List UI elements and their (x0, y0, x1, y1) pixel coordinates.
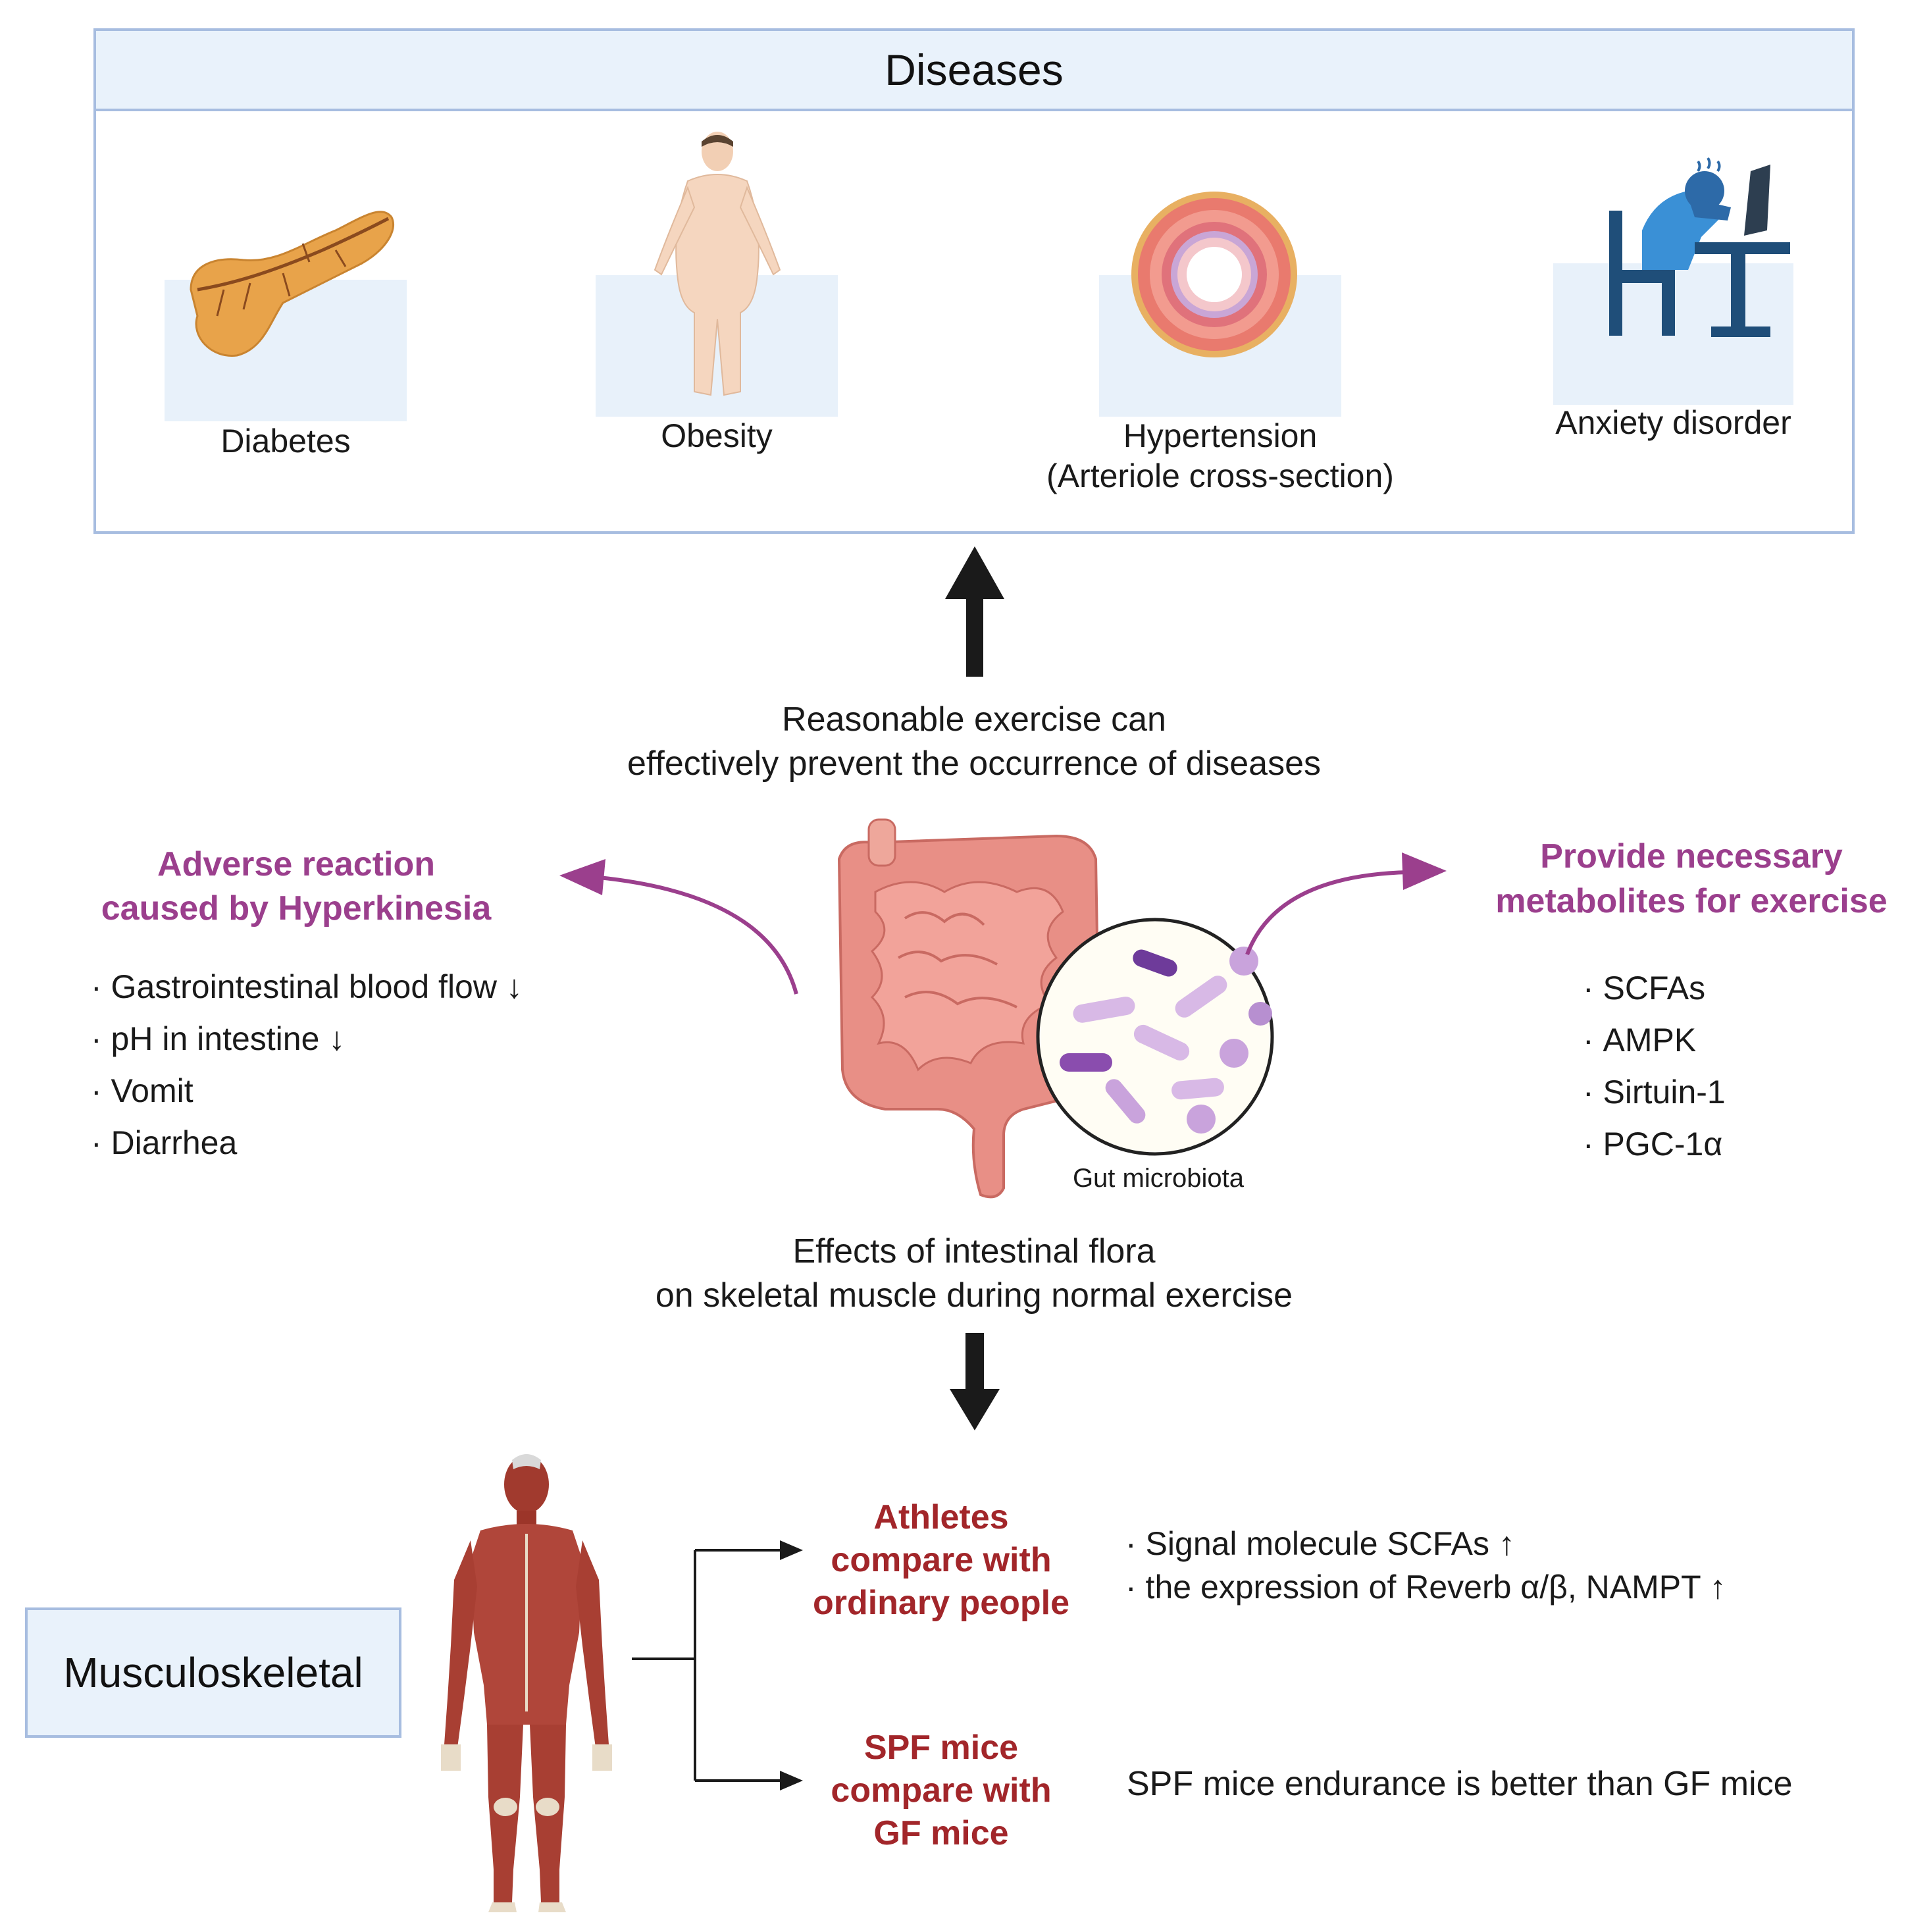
muscular-body-icon (441, 1454, 612, 1912)
metabolite-item: AMPK (1583, 1014, 1879, 1066)
pancreas-icon (190, 211, 395, 357)
anxious-person-at-desk-icon (1609, 157, 1790, 337)
metabolite-item: PGC-1α (1583, 1118, 1879, 1170)
diseases-title: Diseases (93, 28, 1855, 111)
athletes-list: Signal molecule SCFAs ↑ the expression o… (1125, 1522, 1915, 1609)
branch-arrows (632, 1540, 803, 1790)
spf-title-line1: SPF mice (863, 1729, 1019, 1767)
spf-title-line2: compare with (831, 1771, 1052, 1810)
effects-text-line1: Effects of intestinal flora (792, 1232, 1156, 1270)
gut-microbiota-label: Gut microbiota (1072, 1164, 1245, 1193)
metabolite-item: Sirtuin-1 (1583, 1066, 1879, 1118)
adverse-list: Gastrointestinal blood flow ↓ pH in inte… (91, 961, 604, 1169)
left-curved-arrow (559, 859, 798, 995)
arteriole-cross-section-icon (1131, 192, 1297, 357)
adverse-item: Gastrointestinal blood flow ↓ (91, 961, 604, 1013)
diabetes-label: Diabetes (220, 423, 351, 459)
prevent-text-line1: Reasonable exercise can (782, 700, 1166, 739)
hypertension-sublabel: (Arteriole cross-section) (1046, 457, 1394, 494)
athletes-title-line3: ordinary people (812, 1584, 1070, 1622)
effects-text-line2: on skeletal muscle during normal exercis… (655, 1276, 1293, 1315)
athletes-item: Signal molecule SCFAs ↑ (1125, 1522, 1915, 1565)
gut-microbiota-icon (1036, 918, 1274, 1156)
metabolite-item: SCFAs (1583, 962, 1879, 1014)
athletes-item: the expression of Reverb α/β, NAMPT ↑ (1125, 1565, 1915, 1609)
adverse-item: Vomit (91, 1065, 604, 1117)
anxiety-label: Anxiety disorder (1555, 404, 1791, 441)
musculoskeletal-box: Musculoskeletal (25, 1607, 401, 1738)
adverse-title-line2: caused by Hyperkinesia (101, 889, 492, 927)
metabolites-list: SCFAs AMPK Sirtuin-1 PGC-1α (1583, 962, 1879, 1170)
athletes-title-line2: compare with (831, 1541, 1052, 1579)
spf-title-line3: GF mice (873, 1814, 1009, 1852)
adverse-item: Diarrhea (91, 1117, 604, 1169)
right-curved-arrow (1245, 852, 1447, 956)
obese-person-icon (654, 132, 781, 396)
hypertension-label: Hypertension (1123, 417, 1318, 454)
intestine-icon (837, 818, 1101, 1199)
metabolites-title-line1: Provide necessary (1540, 837, 1843, 875)
down-arrow-icon (950, 1333, 1000, 1430)
metabolites-title-line2: metabolites for exercise (1495, 882, 1888, 920)
adverse-item: pH in intestine ↓ (91, 1013, 604, 1065)
athletes-title-line1: Athletes (873, 1498, 1009, 1536)
up-arrow-icon (945, 546, 1004, 677)
obesity-label: Obesity (661, 417, 773, 454)
adverse-title-line1: Adverse reaction (157, 845, 435, 883)
prevent-text-line2: effectively prevent the occurrence of di… (627, 744, 1322, 783)
spf-result-text: SPF mice endurance is better than GF mic… (1127, 1765, 1793, 1803)
